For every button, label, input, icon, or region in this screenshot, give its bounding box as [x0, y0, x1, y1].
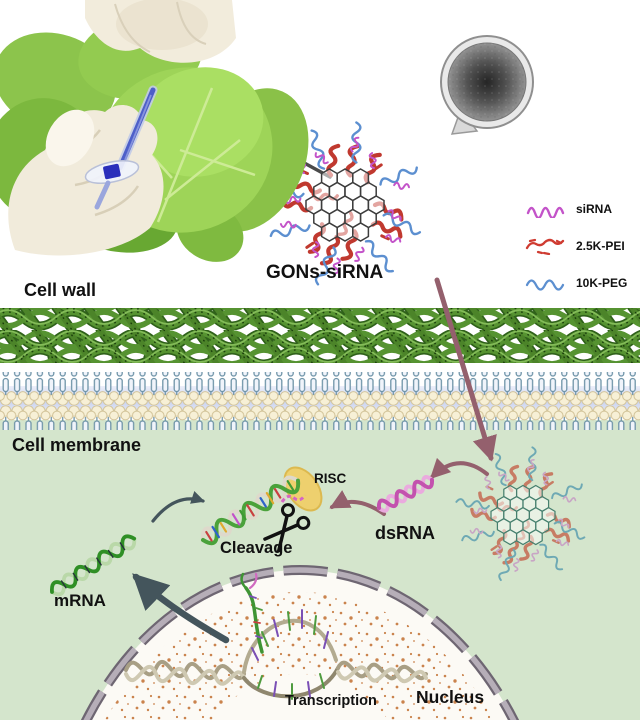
- mrna-to-cleavage-arrow: [151, 491, 205, 523]
- gons-sirna-label: GONs-siRNA: [266, 262, 384, 283]
- cleavage-label: Cleavage: [220, 539, 293, 557]
- legend-item-peg: 10K-PEG: [524, 271, 640, 295]
- risc-label: RISC: [314, 471, 347, 486]
- cell-membrane-band: [0, 372, 640, 430]
- delivery-arrow: [434, 277, 497, 462]
- mrna-molecule: [50, 534, 137, 597]
- legend-item-pei: 2.5K-PEI: [524, 234, 640, 258]
- dsrna-label: dsRNA: [375, 523, 436, 543]
- glove-hand: [8, 105, 164, 256]
- peg-swatch-icon: [525, 279, 565, 291]
- transcription-label: Transcription: [285, 693, 377, 709]
- sirna-swatch-icon: [526, 206, 565, 218]
- legend: siRNA 2.5K-PEI 10K-PEG: [524, 197, 640, 308]
- plant-injection-photo: [0, 0, 309, 262]
- legend-label-peg: 10K-PEG: [576, 276, 628, 290]
- cleavage-helix: [200, 475, 301, 546]
- legend-item-sirna: siRNA: [524, 197, 640, 221]
- dsrna-molecule: [376, 475, 435, 513]
- cell-wall-band: [0, 308, 640, 363]
- legend-label-pei: 2.5K-PEI: [576, 239, 625, 253]
- legend-label-sirna: siRNA: [576, 202, 613, 216]
- cell-wall-label: Cell wall: [24, 280, 97, 300]
- scissors-icon: [263, 503, 311, 553]
- nucleus-export-arrow: [132, 573, 230, 644]
- nascent-rna-strand: [244, 586, 264, 654]
- syringe: [84, 85, 158, 210]
- mrna-label: mRNA: [54, 591, 106, 610]
- sirna-guide-strand: [280, 494, 307, 503]
- transcription-dna: [124, 572, 428, 700]
- pei-swatch-icon: [525, 238, 565, 255]
- release-arrow: [429, 457, 489, 480]
- cell-membrane-label: Cell membrane: [12, 435, 142, 455]
- dsrna-to-risc-arrow: [329, 490, 386, 516]
- nucleus-label: Nucleus: [416, 687, 485, 707]
- tem-inset: [440, 35, 534, 135]
